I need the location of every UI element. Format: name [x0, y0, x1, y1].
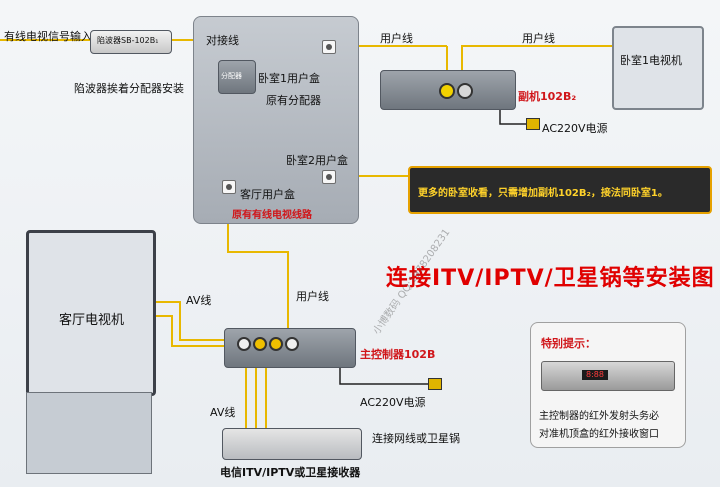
receiver-label: 电信ITV/IPTV或卫星接收器 — [220, 466, 361, 479]
bedroom2-box-label: 卧室2用户盒 — [286, 154, 348, 167]
cable-input-label: 有线电视信号输入 — [4, 30, 92, 43]
trap-model-label: 陷波器SB-102B₁ — [97, 36, 159, 45]
connect-net-label: 连接网线或卫星锅 — [372, 432, 460, 445]
bedroom1-tv-label: 卧室1电视机 — [620, 54, 682, 67]
sub-unit-connector-2 — [457, 83, 473, 99]
original-splitter-label: 原有分配器 — [266, 94, 321, 107]
receiver-device — [222, 428, 362, 460]
bedroom2-outlet — [322, 170, 336, 184]
bedroom1-outlet — [322, 40, 336, 54]
special-tip-line1: 主控制器的红外发射头务必 — [539, 411, 659, 422]
living-box-label: 客厅用户盒 — [240, 188, 295, 201]
av-line-label-1: AV线 — [186, 294, 212, 307]
ac-power-label-1: AC220V电源 — [542, 122, 608, 135]
original-cable-label: 原有有线电视线路 — [232, 210, 312, 221]
living-tv-label: 客厅电视机 — [59, 313, 125, 328]
sub-unit-label: 副机102B₂ — [518, 90, 577, 103]
av-line-label-2: AV线 — [210, 406, 236, 419]
trap-install-note: 陷波器挨着分配器安装 — [74, 82, 184, 95]
main-unit-port-4 — [285, 337, 299, 351]
plug-icon-2 — [428, 378, 442, 390]
special-tip-box: 特别提示： 8:88 主控制器的红外发射头务必 对准机顶盒的红外接收窗口 — [530, 322, 686, 448]
living-tv: 客厅电视机 — [26, 230, 156, 396]
pair-line-label: 对接线 — [206, 34, 239, 47]
special-tip-title: 特别提示： — [541, 337, 596, 350]
main-title: 连接ITV/IPTV/卫星锅等安装图 — [386, 266, 715, 291]
living-tv-stand — [26, 392, 152, 474]
splitter-text: 分配器 — [221, 72, 242, 80]
more-rooms-note: 更多的卧室收看，只需增加副机102B₂，接法同卧室1。 — [418, 188, 668, 199]
main-unit-device — [224, 328, 356, 368]
ac-power-label-2: AC220V电源 — [360, 396, 426, 409]
trap-device: 陷波器SB-102B₁ — [90, 30, 172, 54]
bedroom1-tv: 卧室1电视机 — [612, 26, 704, 110]
set-top-box-image: 8:88 — [541, 361, 675, 391]
user-line-label-3: 用户线 — [296, 290, 329, 303]
main-unit-label: 主控制器102B — [360, 348, 436, 361]
special-tip-line2: 对准机顶盒的红外接收窗口 — [539, 429, 659, 440]
main-unit-port-3 — [269, 337, 283, 351]
main-unit-port-1 — [237, 337, 251, 351]
sub-unit-device — [380, 70, 516, 110]
splitter-device: 分配器 — [218, 60, 256, 94]
bedroom1-box-label: 卧室1用户盒 — [258, 72, 320, 85]
more-rooms-note-box: 更多的卧室收看，只需增加副机102B₂，接法同卧室1。 — [408, 166, 712, 214]
user-line-label-1: 用户线 — [380, 32, 413, 45]
sub-unit-connector-1 — [439, 83, 455, 99]
living-outlet — [222, 180, 236, 194]
main-unit-port-2 — [253, 337, 267, 351]
display-window: 8:88 — [582, 370, 608, 380]
user-line-label-2: 用户线 — [522, 32, 555, 45]
plug-icon-1 — [526, 118, 540, 130]
